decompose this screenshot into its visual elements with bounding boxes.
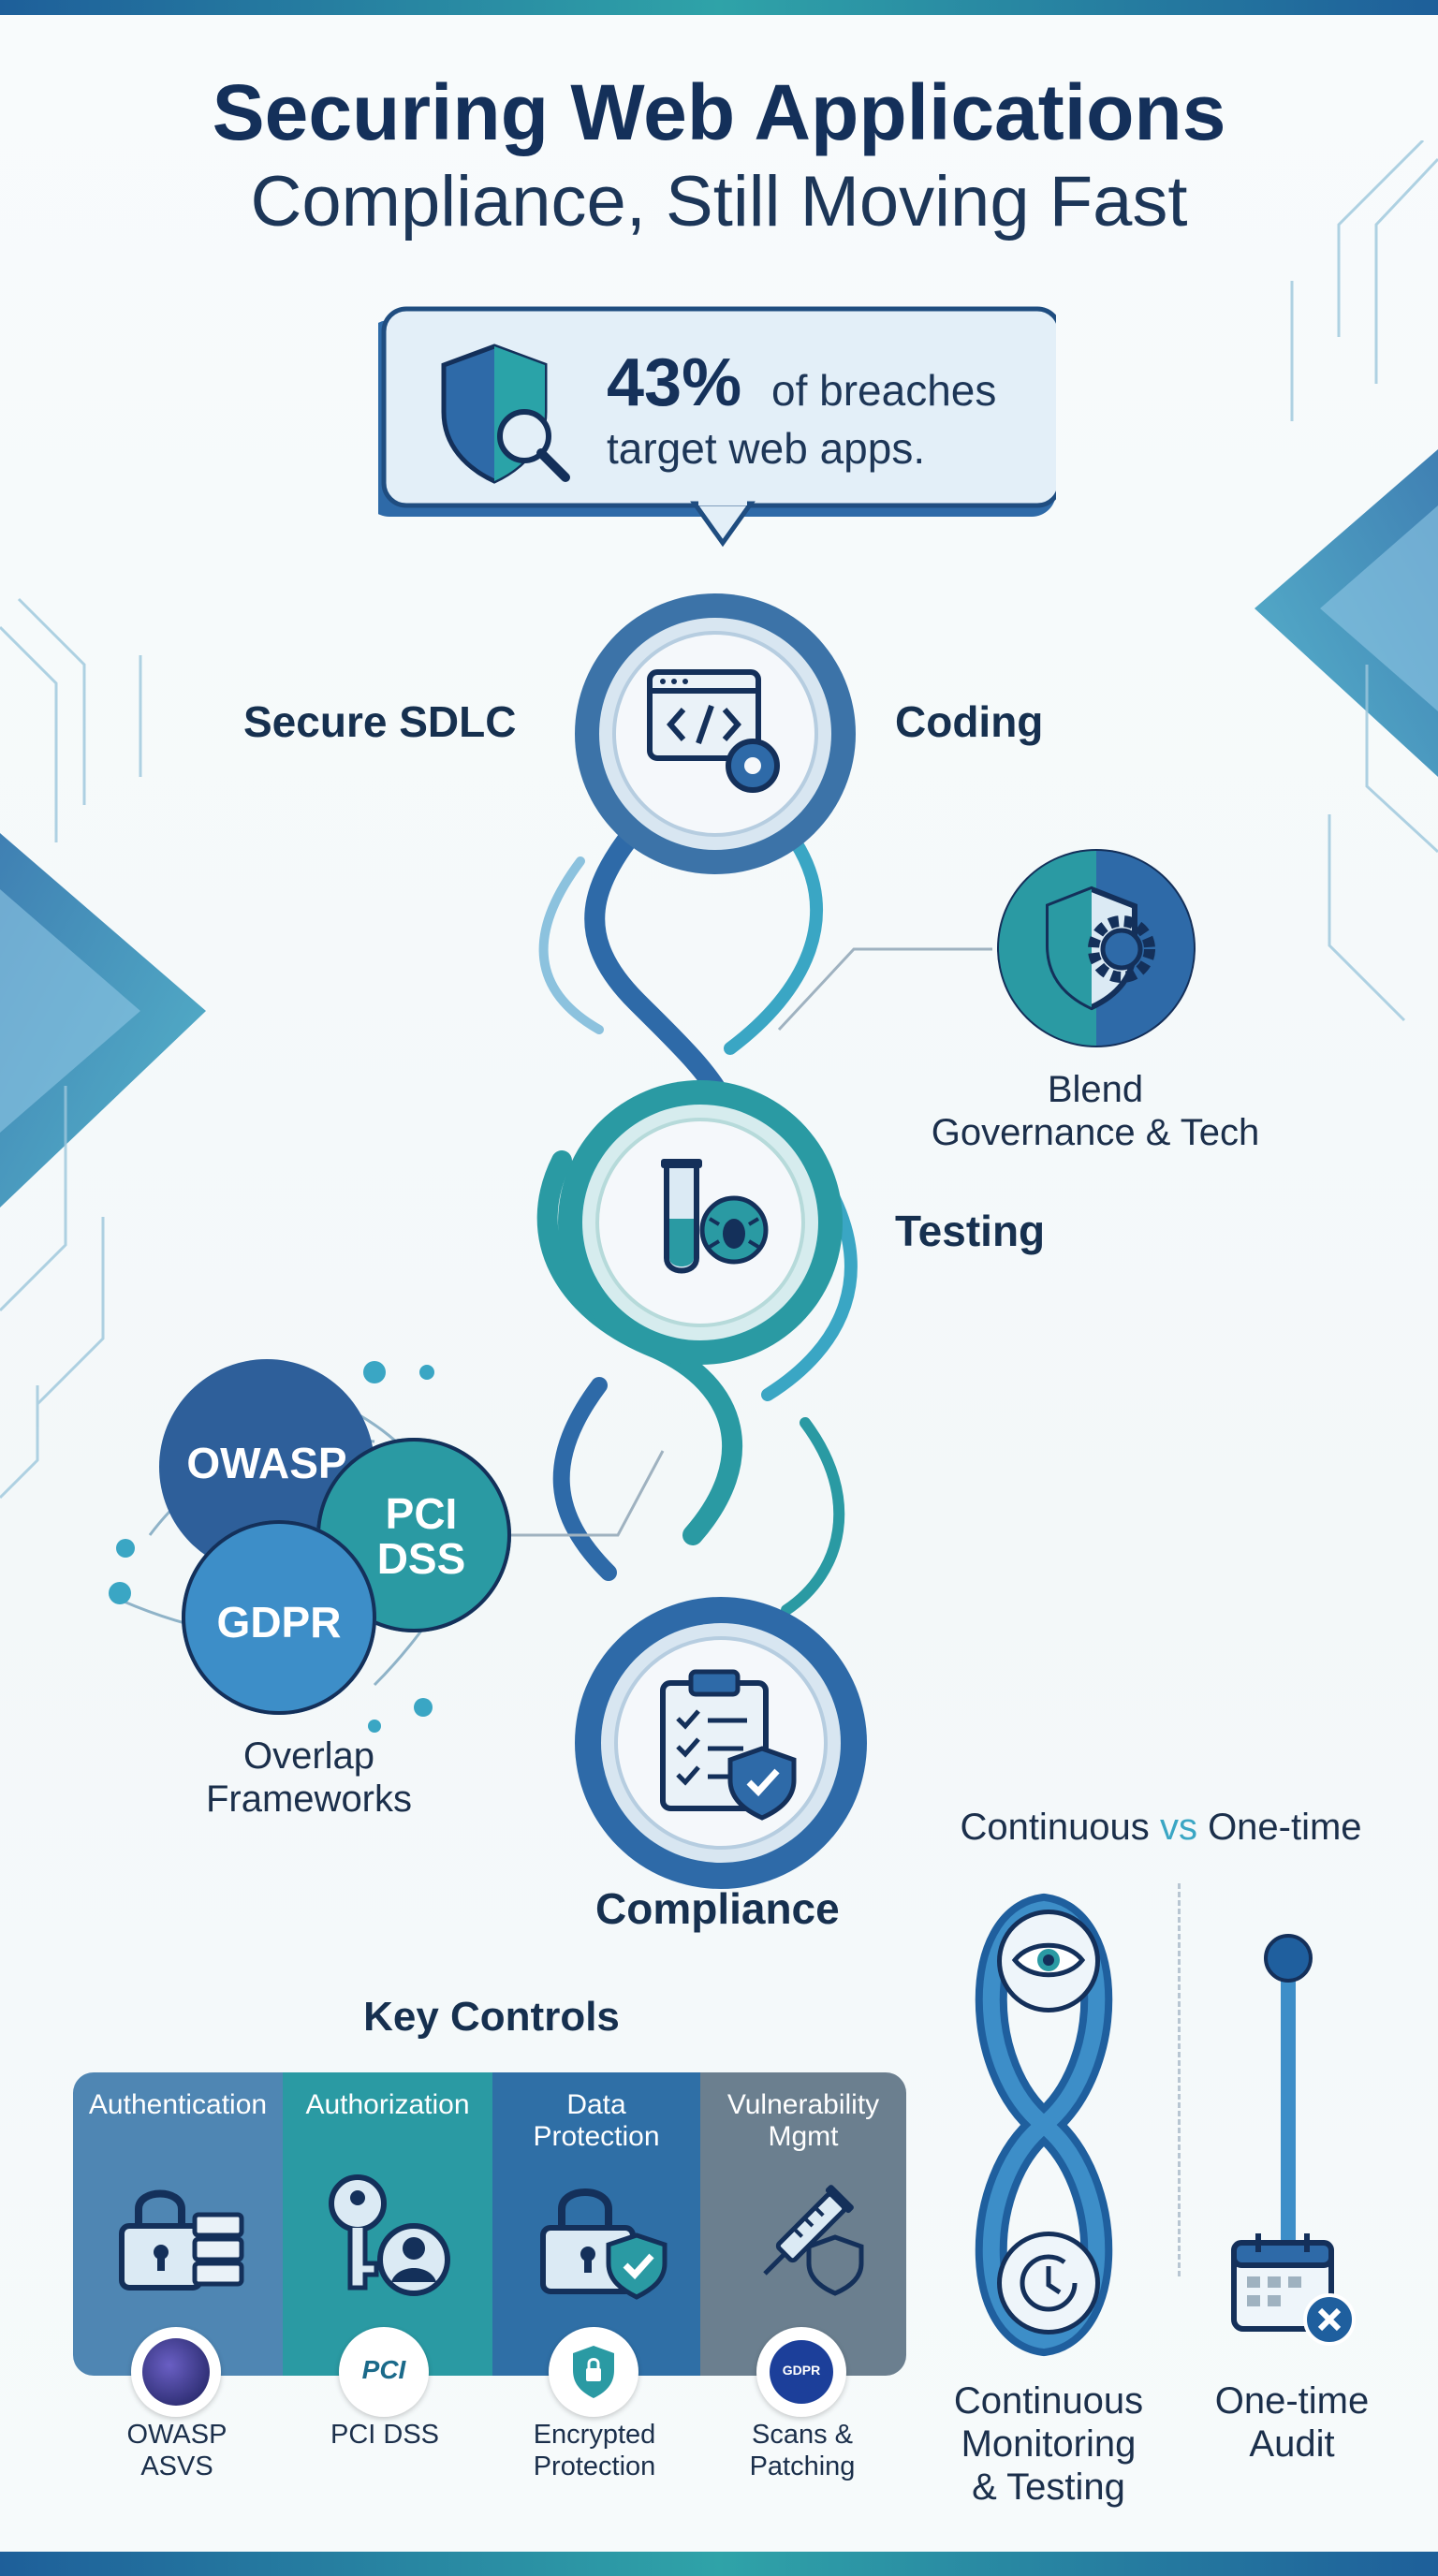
blend-node: [994, 846, 1198, 1050]
control-title-authentication: Authentication: [88, 2089, 268, 2120]
venn-label-owasp: OWASP: [186, 1439, 347, 1487]
sdlc-step-testing: [550, 1073, 850, 1372]
blend-label-line1: Blend: [1047, 1069, 1144, 1110]
sdlc-step-coding: [569, 588, 861, 880]
key-controls-title: Key Controls: [363, 1994, 620, 2040]
continuous-label-line2: Monitoring: [961, 2423, 1137, 2465]
stat-text-line2: target web apps.: [607, 424, 926, 473]
control-sub-encrypted-line2: Protection: [533, 2452, 656, 2481]
control-title-vulnerability-line2: Mgmt: [768, 2121, 839, 2152]
right-decor-graphic: [1255, 140, 1438, 1022]
control-title-data-protection-line2: Protection: [533, 2121, 660, 2152]
one-time-pin-graphic: [1264, 1934, 1313, 2261]
bottom-accent-bar: [0, 2552, 1438, 2576]
continuous-label-line3: & Testing: [972, 2466, 1125, 2508]
step-label-testing: Testing: [895, 1207, 1046, 1255]
venn-label-gdpr: GDPR: [216, 1598, 342, 1647]
page-title: Securing Web Applications: [212, 68, 1226, 156]
pci-logo-text: PCI: [361, 2355, 406, 2384]
padlock-shield-check-icon: [540, 2188, 668, 2300]
code-window-gear-icon: [647, 669, 780, 793]
frameworks-caption-line1: Overlap: [242, 1735, 375, 1777]
eye-icon: [997, 1910, 1100, 2012]
comparison-title: Continuous vs One-time: [917, 1807, 1404, 1849]
shield-lock-icon: [549, 2327, 638, 2417]
step-label-coding: Coding: [895, 697, 1044, 746]
control-title-data-protection-line1: Data: [566, 2089, 626, 2120]
venn-label-dss: DSS: [376, 1534, 466, 1583]
onetime-label-line1: One-time: [1214, 2380, 1370, 2422]
syringe-shield-icon: [763, 2185, 864, 2296]
onetime-label-line2: Audit: [1249, 2423, 1335, 2465]
comparison-divider: [1178, 1883, 1181, 2276]
pci-logo-icon: PCI: [339, 2327, 429, 2417]
continuous-label-line1: Continuous: [953, 2380, 1144, 2422]
calendar-x-icon: [1226, 2228, 1357, 2349]
venn-label-pci: PCI: [385, 1489, 458, 1538]
control-sub-pci: PCI DSS: [330, 2420, 440, 2450]
key-controls-panel: Authentication Authorization Data Protec…: [73, 2072, 906, 2376]
owasp-logo-icon: [131, 2327, 221, 2417]
top-accent-bar: [0, 0, 1438, 15]
control-sub-scans-line1: Scans &: [752, 2420, 853, 2450]
venn-circle-gdpr: [182, 1520, 376, 1715]
padlock-server-icon: [119, 2189, 244, 2291]
clipboard-shield-check-icon: [660, 1669, 797, 1821]
frameworks-caption-line2: Frameworks: [205, 1778, 413, 1820]
test-tube-bug-icon: [661, 1159, 769, 1274]
control-card-authorization: Authorization: [283, 2072, 492, 2376]
shield-magnifier-icon: [441, 344, 570, 484]
control-title-authorization: Authorization: [305, 2089, 470, 2120]
gdpr-logo-icon: GDPR: [756, 2327, 846, 2417]
control-sub-scans-line2: Patching: [749, 2452, 856, 2481]
key-user-icon: [329, 2174, 450, 2296]
shield-gear-icon: [1046, 886, 1155, 1011]
control-sub-encrypted-line1: Encrypted: [533, 2420, 656, 2450]
page-subtitle: Compliance, Still Moving Fast: [250, 162, 1188, 242]
comparison-title-onetime: One-time: [1208, 1807, 1362, 1848]
left-decor-graphic: [0, 597, 206, 1500]
stat-callout: 43% of breaches target web apps.: [378, 305, 1056, 548]
stat-value: 43%: [607, 345, 742, 420]
comparison-title-continuous: Continuous: [960, 1807, 1150, 1848]
comparison-title-vs: vs: [1159, 1807, 1197, 1848]
clock-refresh-icon: [997, 2232, 1100, 2334]
control-sub-owasp-line1: OWASP: [126, 2420, 227, 2450]
stat-text-line1: of breaches: [771, 366, 997, 415]
control-sub-owasp-line2: ASVS: [140, 2452, 213, 2481]
secure-sdlc-label: Secure SDLC: [243, 697, 517, 746]
gdpr-logo-text: GDPR: [782, 2363, 821, 2378]
control-title-vulnerability-line1: Vulnerability: [726, 2089, 880, 2120]
step-label-compliance: Compliance: [595, 1884, 840, 1933]
control-card-data-protection: Data Protection: [492, 2072, 700, 2376]
sdlc-step-compliance: [569, 1591, 873, 1895]
blend-label-line2: Governance & Tech: [931, 1112, 1260, 1153]
